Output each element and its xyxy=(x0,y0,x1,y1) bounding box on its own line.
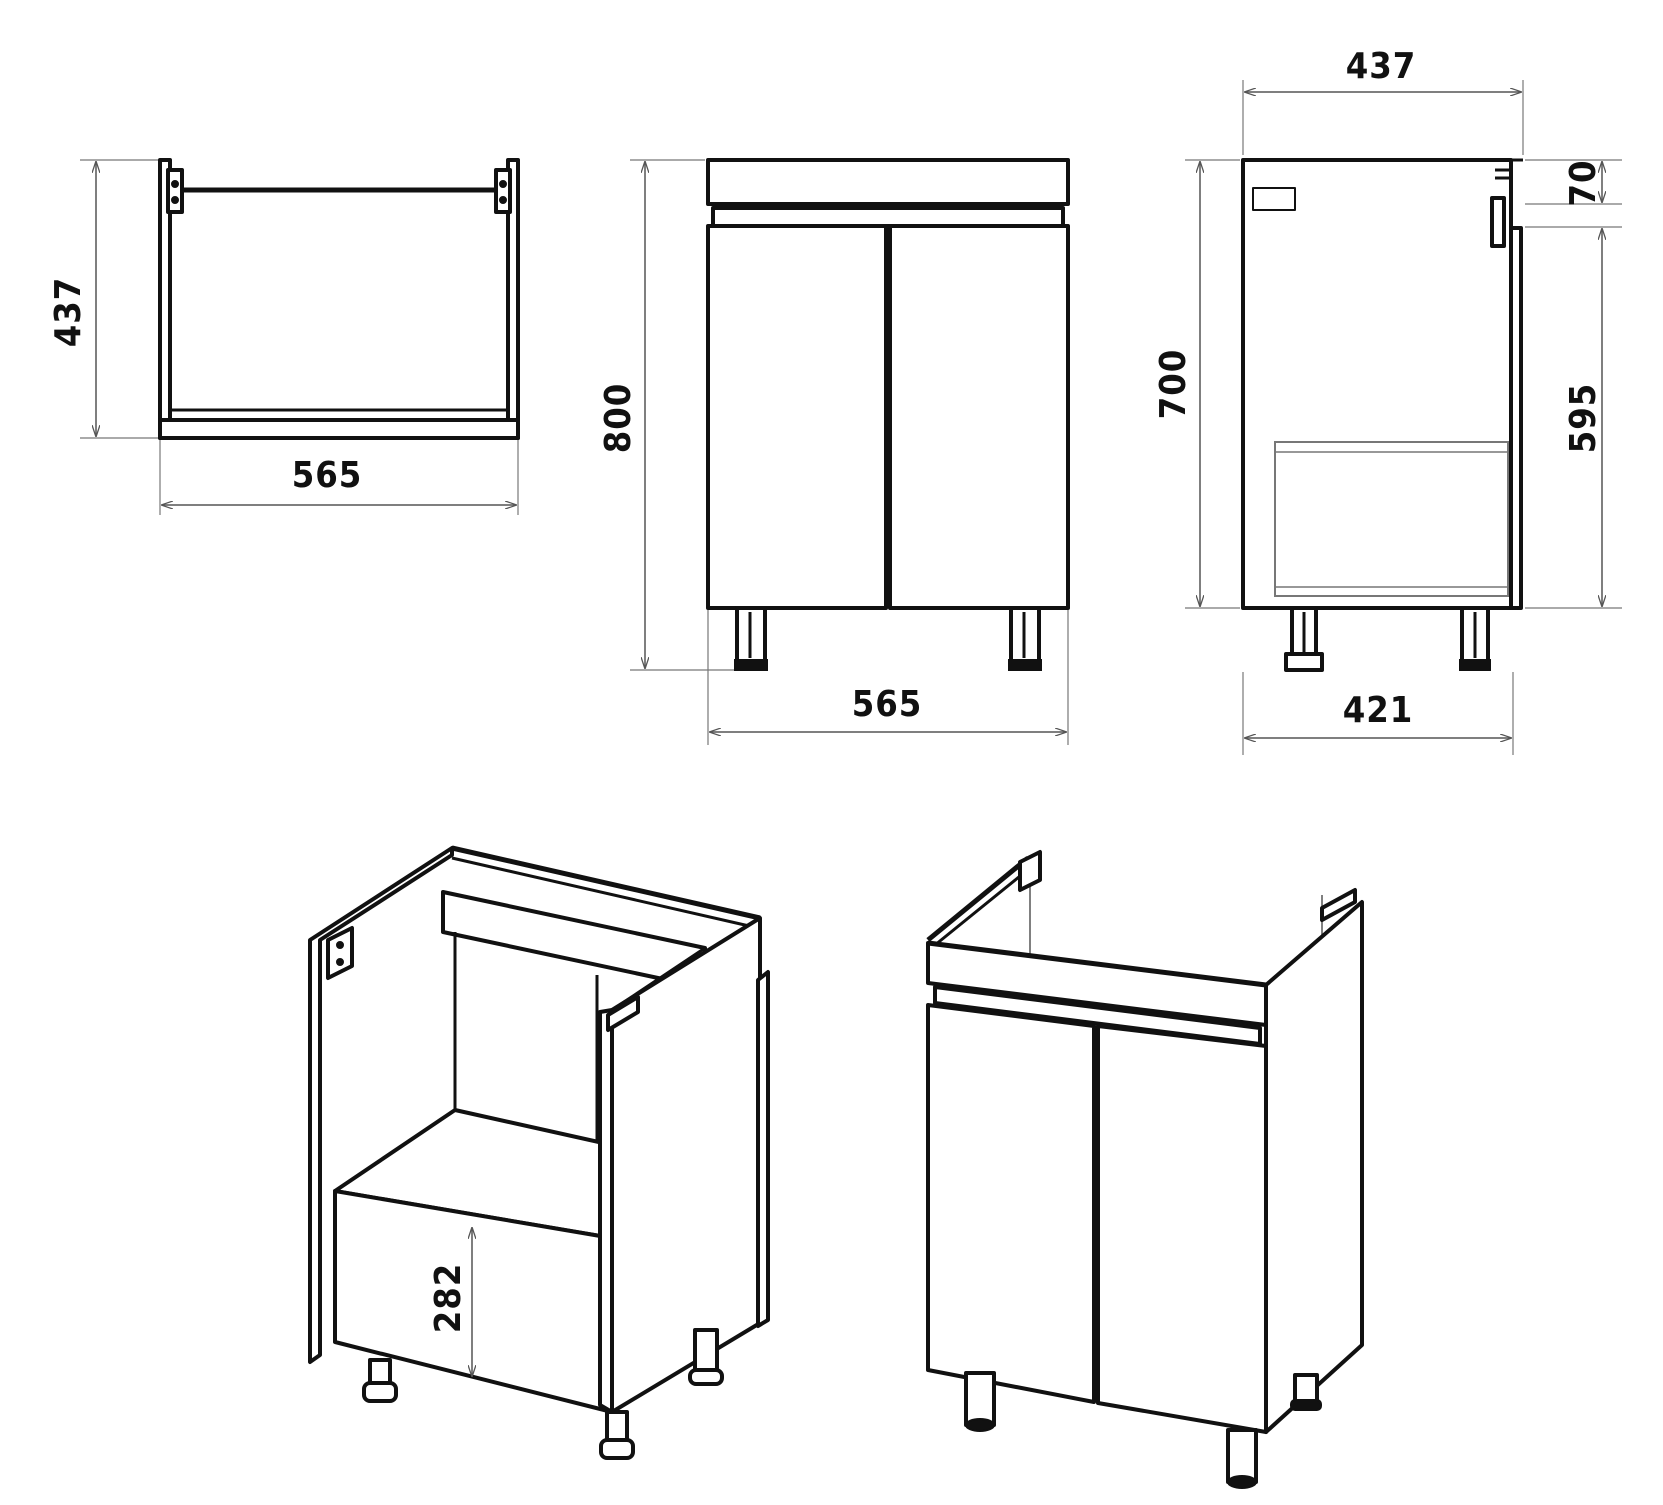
front-view-right-door xyxy=(888,224,1070,610)
iso-front-leg-left xyxy=(964,1371,996,1432)
iso-front-right-side-panel xyxy=(1264,900,1364,1434)
top-view-width-label: 565 xyxy=(292,455,363,496)
front-view-width-label: 565 xyxy=(852,684,923,725)
iso-back-right-bracket xyxy=(606,995,640,1032)
iso-back-leg-left xyxy=(362,1358,398,1403)
side-view-top-depth-label: 437 xyxy=(1346,46,1417,87)
iso-front-leg-back xyxy=(1290,1373,1322,1411)
iso-back-right-side-panel xyxy=(610,916,762,1414)
side-view-side-panel xyxy=(1241,158,1513,610)
iso-back-drawer-height-label: 282 xyxy=(428,1263,469,1334)
side-view-bracket xyxy=(1490,196,1506,248)
iso-front-view xyxy=(926,850,1364,1489)
iso-back-view: 282 xyxy=(308,845,770,1460)
front-view-top-rail xyxy=(706,158,1070,206)
front-view-height-label: 800 xyxy=(598,383,639,454)
top-view-left-bracket xyxy=(166,168,184,214)
iso-back-leg-front xyxy=(599,1410,635,1460)
top-view-depth-label: 437 xyxy=(48,277,89,348)
iso-front-left-door xyxy=(926,1003,1096,1404)
top-view-back-panel xyxy=(158,418,520,440)
side-view-body-height-label: 700 xyxy=(1153,349,1194,420)
top-view: 437 565 xyxy=(48,158,520,515)
side-view-drawer-outline xyxy=(1274,441,1509,597)
iso-front-right-door xyxy=(1096,1024,1268,1434)
top-view-right-bracket xyxy=(494,168,512,214)
side-view-top-gap-label: 70 xyxy=(1563,159,1604,206)
iso-front-leg-right xyxy=(1226,1428,1258,1489)
front-view: 800 565 xyxy=(598,158,1070,745)
side-view-bottom-depth-label: 421 xyxy=(1343,690,1414,731)
iso-back-left-bracket xyxy=(326,926,354,980)
iso-front-left-bracket xyxy=(1018,850,1042,892)
iso-front-right-bracket xyxy=(1320,888,1357,922)
front-view-left-door xyxy=(706,224,888,610)
side-view: 437 70 700 595 421 xyxy=(1153,46,1622,755)
iso-back-leg-right xyxy=(688,1328,724,1386)
side-view-inner-height-label: 595 xyxy=(1563,383,1604,454)
